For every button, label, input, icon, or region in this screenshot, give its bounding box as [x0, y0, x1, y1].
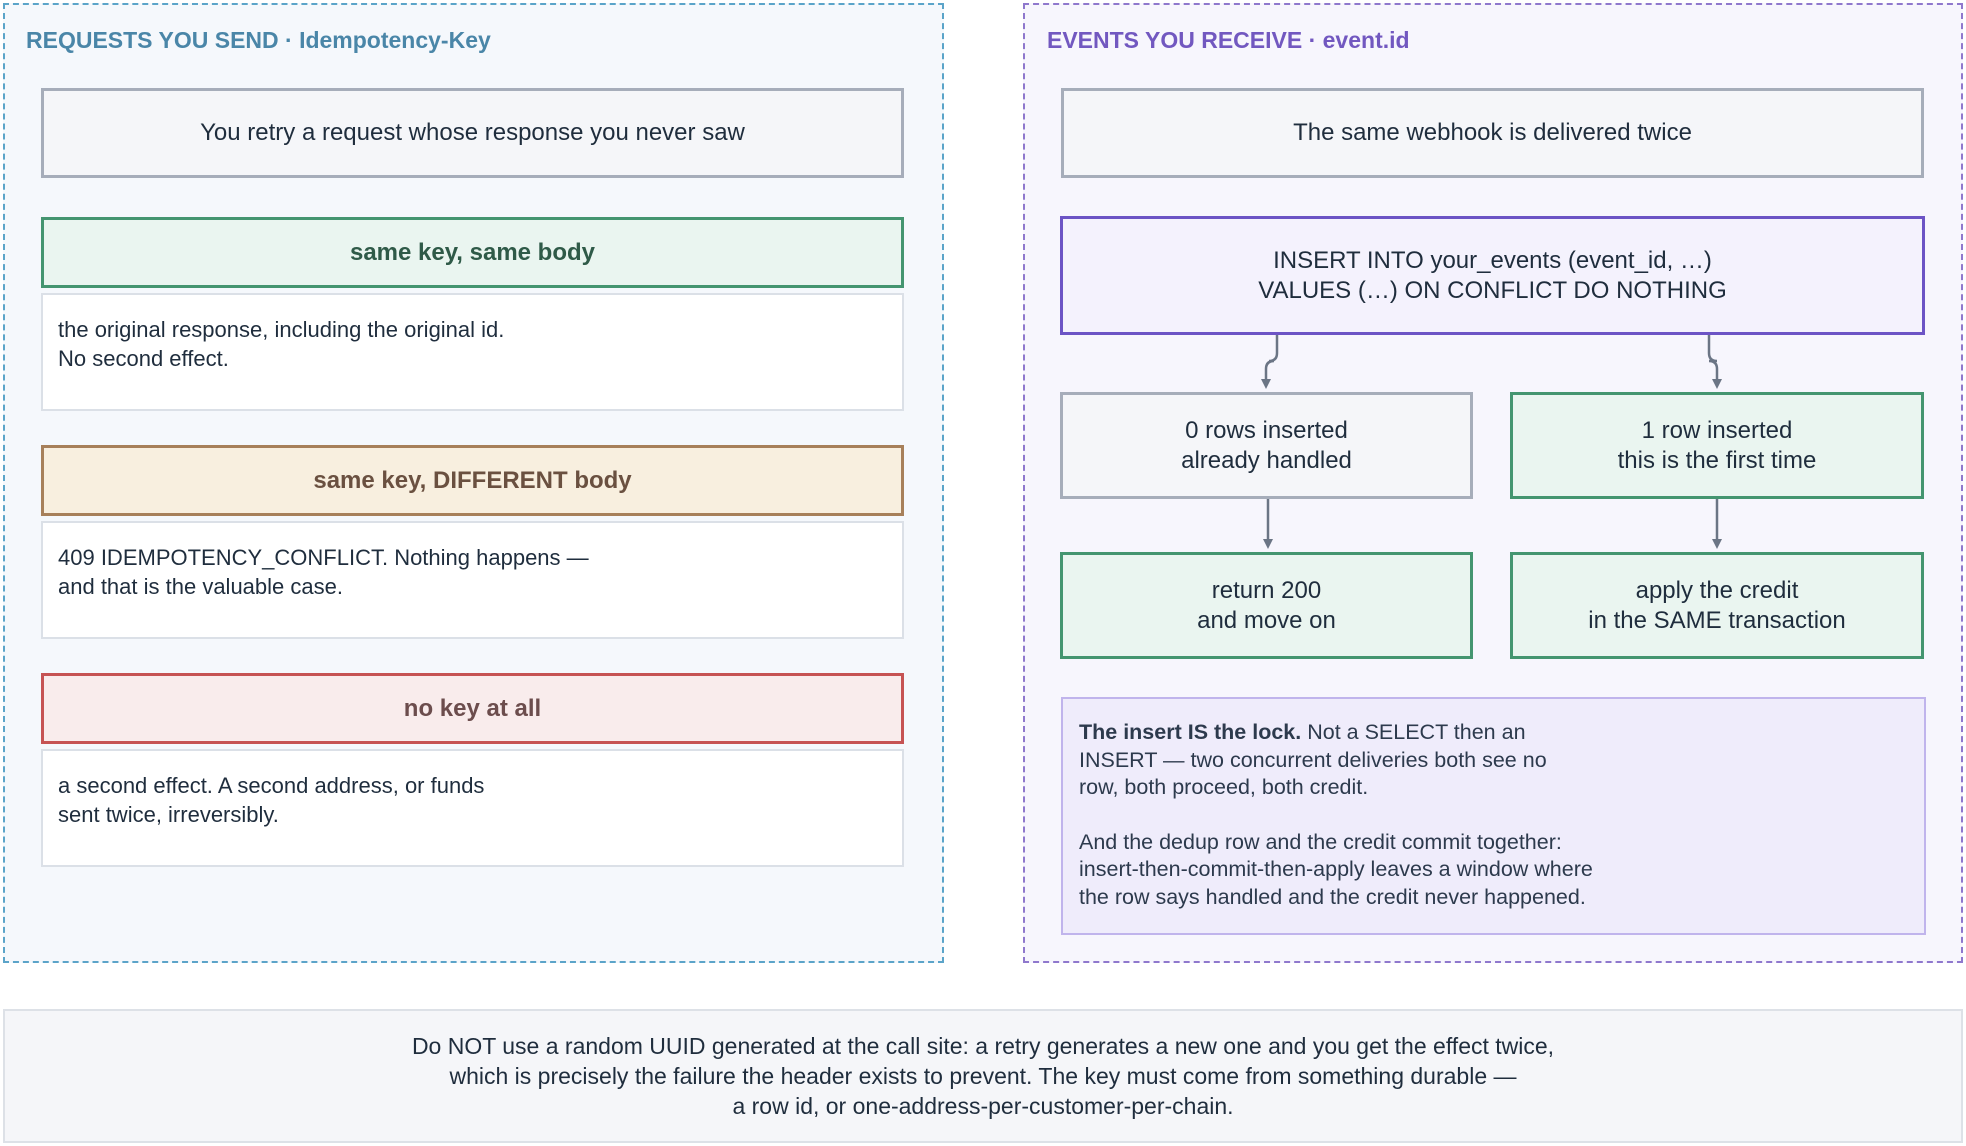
note-line: No second effect.	[58, 346, 229, 371]
insert-line: VALUES (…) ON CONFLICT DO NOTHING	[1258, 276, 1727, 304]
events-panel-title: EVENTS YOU RECEIVE · event.id	[1047, 27, 1410, 53]
zero-rows-line: 0 rows inserted	[1185, 416, 1348, 444]
apply-credit-line: apply the credit	[1635, 576, 1799, 604]
zero-rows-line: already handled	[1181, 446, 1352, 474]
lock-note-rest: Not a SELECT then an	[1301, 720, 1526, 744]
arrow-insert-to-one-row	[1707, 335, 1722, 389]
requests-panel-title: REQUESTS YOU SEND · Idempotency-Key	[26, 27, 491, 53]
case-no-key-note: a second effect. A second address, or fu…	[41, 749, 904, 867]
insert-statement-box: INSERT INTO your_events (event_id, …) VA…	[1060, 216, 1925, 335]
return-200-line: return 200	[1211, 576, 1322, 604]
note-line: and that is the valuable case.	[58, 574, 343, 599]
case-no-key-header: no key at all	[41, 673, 904, 744]
lock-note-bold: The insert IS the lock.	[1079, 720, 1302, 744]
return-200-line: and move on	[1197, 606, 1336, 634]
case-same-key-same-body-note: the original response, including the ori…	[41, 293, 904, 411]
apply-credit-box: apply the credit in the SAME transaction	[1510, 552, 1924, 659]
arrow-insert-to-zero-rows	[1261, 335, 1279, 389]
case-same-key-same-body-header: same key, same body	[41, 217, 904, 288]
return-200-box: return 200 and move on	[1060, 552, 1473, 659]
lock-note-first-line: The insert IS the lock. Not a SELECT the…	[1079, 719, 1924, 747]
footer-line: which is precisely the failure the heade…	[449, 1063, 1517, 1089]
case-header-text: same key, same body	[349, 238, 596, 266]
insert-is-lock-note: The insert IS the lock. Not a SELECT the…	[1061, 697, 1926, 935]
lock-note-line: insert-then-commit-then-apply leaves a w…	[1079, 857, 1593, 881]
one-row-line: 1 row inserted	[1641, 416, 1793, 444]
note-line: a second effect. A second address, or fu…	[58, 773, 485, 798]
uuid-warning-footer: Do NOT use a random UUID generated at th…	[3, 1009, 1963, 1143]
case-header-text: no key at all	[403, 694, 542, 722]
lock-note-line: row, both proceed, both credit.	[1079, 775, 1369, 799]
note-line: sent twice, irreversibly.	[58, 802, 279, 827]
one-row-line: this is the first time	[1617, 446, 1817, 474]
retry-scenario-box: You retry a request whose response you n…	[41, 88, 904, 178]
case-header-text: same key, DIFFERENT body	[313, 466, 632, 494]
note-line: 409 IDEMPOTENCY_CONFLICT. Nothing happen…	[58, 545, 589, 570]
apply-credit-line: in the SAME transaction	[1588, 606, 1846, 634]
zero-rows-box: 0 rows inserted already handled	[1060, 392, 1473, 499]
webhook-scenario-box: The same webhook is delivered twice	[1061, 88, 1924, 178]
webhook-scenario-text: The same webhook is delivered twice	[1293, 119, 1692, 146]
insert-line: INSERT INTO your_events (event_id, …)	[1273, 246, 1712, 274]
footer-line: a row id, or one-address-per-customer-pe…	[732, 1093, 1234, 1119]
footer-line: Do NOT use a random UUID generated at th…	[411, 1033, 1555, 1059]
one-row-box: 1 row inserted this is the first time	[1510, 392, 1924, 499]
case-different-body-note: 409 IDEMPOTENCY_CONFLICT. Nothing happen…	[41, 521, 904, 639]
lock-note-line: And the dedup row and the credit commit …	[1079, 829, 1562, 854]
case-different-body-header: same key, DIFFERENT body	[41, 445, 904, 516]
lock-note-line: the row says handled and the credit neve…	[1079, 884, 1586, 909]
retry-scenario-text: You retry a request whose response you n…	[200, 119, 745, 146]
note-line: the original response, including the ori…	[58, 317, 505, 342]
lock-note-line: INSERT — two concurrent deliveries both …	[1079, 747, 1547, 772]
